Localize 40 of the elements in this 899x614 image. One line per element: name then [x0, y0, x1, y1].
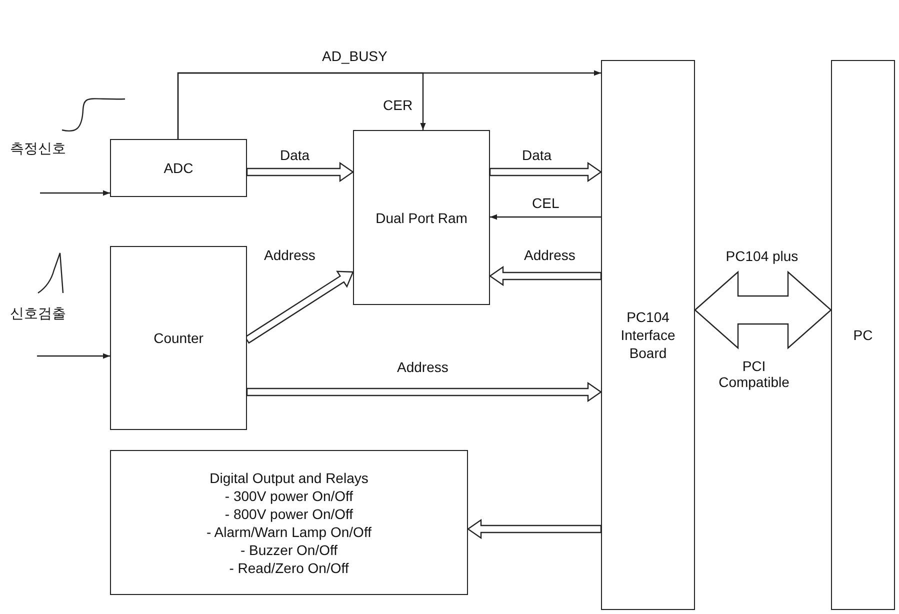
bus-arrow	[246, 382, 602, 402]
edge-label: Address	[262, 247, 318, 263]
block-label: PC	[852, 326, 874, 344]
edge-label: Address	[395, 359, 450, 375]
block-label: - 300V power On/Off	[224, 486, 354, 504]
bus-arrow	[246, 162, 354, 182]
block-box	[353, 130, 490, 305]
arrow	[40, 190, 110, 196]
bus-label: PCI Compatible	[718, 358, 790, 390]
edge-label: Data	[278, 147, 312, 163]
edge-label: CEL	[530, 195, 562, 211]
block-label: - Read/Zero On/Off	[228, 558, 350, 576]
block-label: ADC	[162, 159, 194, 177]
edge-label: AD_BUSY	[320, 48, 390, 64]
block-box	[110, 450, 468, 595]
bus-arrow	[488, 266, 602, 286]
block-label: Digital Output and Relays	[208, 468, 370, 486]
arrow	[490, 214, 601, 220]
block-label: PC104 Interface Board	[620, 308, 676, 362]
edge-label: Address	[522, 247, 578, 263]
bus-arrow	[244, 270, 354, 344]
signal-label: 신호검출	[8, 305, 68, 321]
block-label: - Buzzer On/Off	[240, 540, 338, 558]
bus-arrow	[489, 162, 602, 182]
block-label: Counter	[152, 329, 204, 347]
block-box	[831, 60, 895, 610]
block-box	[110, 246, 247, 430]
arrow	[177, 72, 426, 139]
edge-label: CER	[381, 97, 415, 113]
block-label: - 800V power On/Off	[224, 504, 354, 522]
block-box	[601, 60, 695, 610]
signal-label: 측정신호	[8, 140, 68, 156]
edge-label: Data	[520, 147, 554, 163]
bus-arrow	[466, 518, 602, 540]
block-box	[110, 139, 247, 197]
double-bus-arrow	[694, 270, 832, 350]
block-label: Dual Port Ram	[374, 208, 468, 226]
block-label: - Alarm/Warn Lamp On/Off	[206, 522, 372, 540]
bus-label: PC104 plus	[724, 248, 800, 264]
arrow	[37, 353, 110, 359]
